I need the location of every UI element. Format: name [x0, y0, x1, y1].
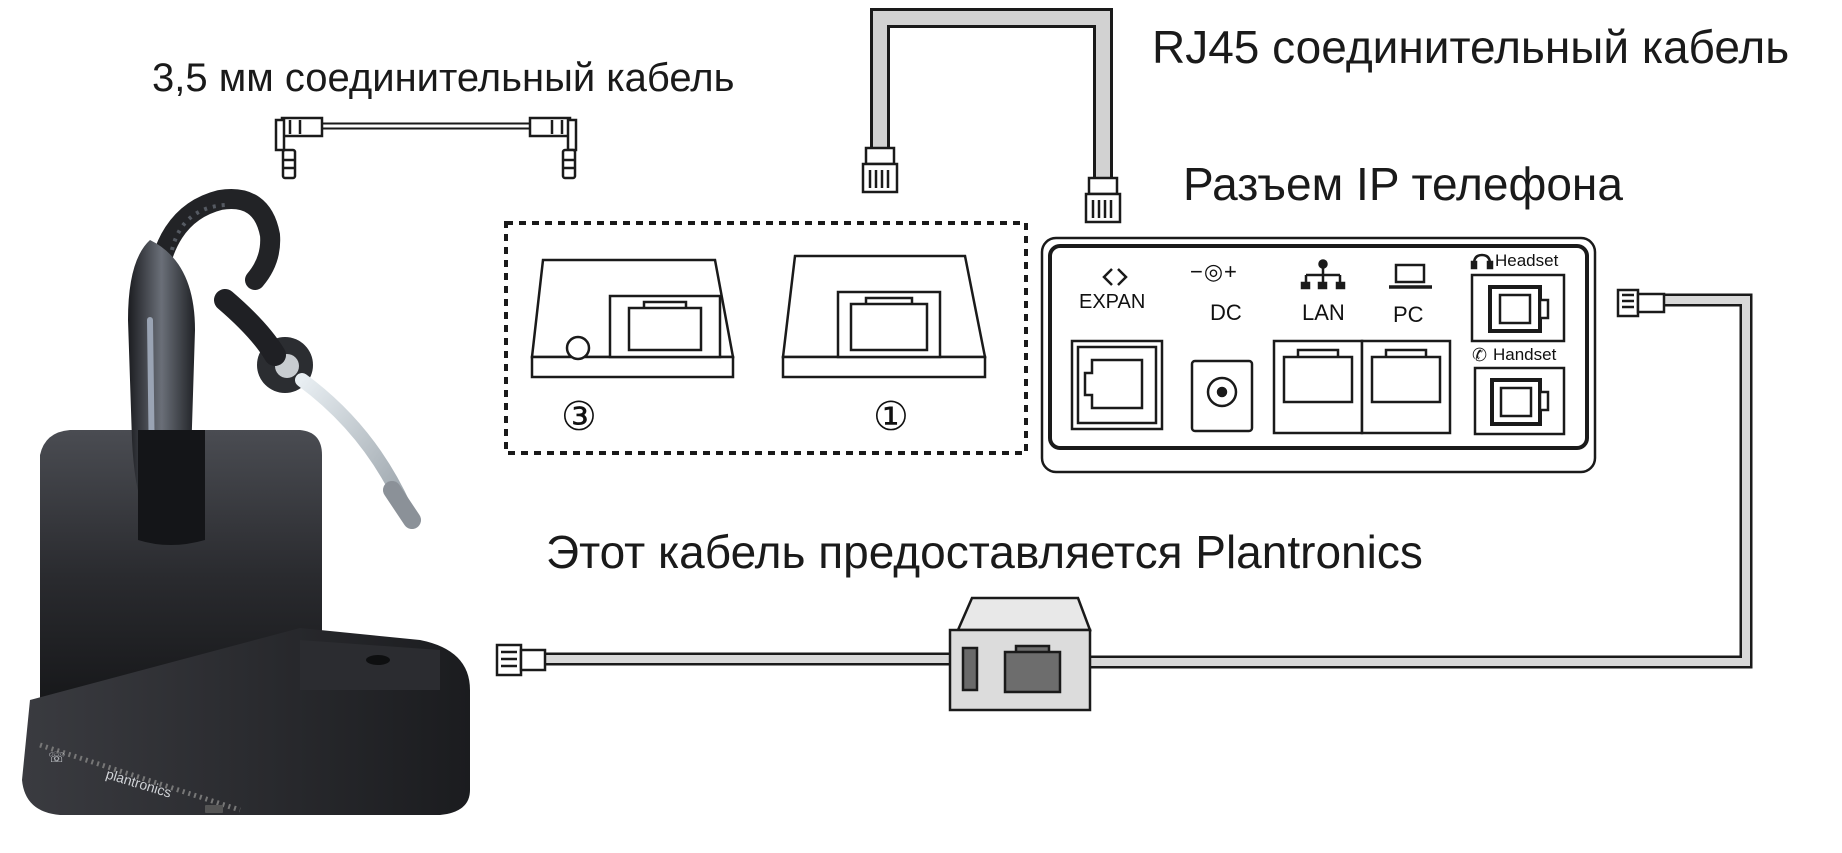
pc-port [1360, 339, 1452, 435]
label-rj45-cable: RJ45 соединительный кабель [1152, 21, 1790, 73]
label-expan: EXPAN [1079, 291, 1146, 313]
base-cradle [138, 430, 205, 545]
label-phone-connector: Разъем IP телефона [1183, 158, 1623, 210]
label-dc: DC [1210, 300, 1242, 325]
dc-symbol: −◎+ [1190, 259, 1238, 284]
headset-icon [1470, 253, 1494, 270]
rj45-cable [861, 8, 1122, 224]
base-port-module-1 [781, 254, 987, 379]
label-lan: LAN [1302, 300, 1345, 325]
headset-earloop-texture [170, 203, 226, 251]
label-handset: Handset [1493, 345, 1557, 364]
base-port-module-3 [530, 258, 735, 379]
lan-port [1272, 339, 1364, 435]
base-grille [39, 742, 241, 813]
base-charging-contact [366, 655, 390, 665]
handset-port [1473, 366, 1566, 436]
base-phone-icon: ☏ [48, 750, 66, 766]
headset-earbud-stem [214, 289, 286, 366]
expan-icon [1102, 268, 1128, 286]
plantronics-coupler [948, 596, 1092, 712]
label-pc: PC [1393, 302, 1424, 327]
headset-port [1470, 273, 1566, 343]
label-plantronics-cable: Этот кабель предоставляется Plantronics [546, 526, 1423, 578]
audio-cable-35mm [274, 116, 578, 180]
base-indicator [205, 805, 223, 813]
headset-earloop [145, 189, 281, 310]
headset-base-illustration: plantronics ☏ [22, 189, 470, 815]
lan-icon [1300, 259, 1346, 290]
expan-port [1070, 339, 1164, 431]
label-headset: Headset [1495, 251, 1559, 270]
plantronics-plug-left [495, 643, 547, 677]
rj45-plug-left [861, 146, 899, 194]
rj45-plug-right [1084, 176, 1122, 224]
phone-connector-panel: ✆ [1040, 236, 1597, 474]
handset-icon: ✆ [1472, 345, 1487, 366]
dc-port [1190, 359, 1254, 433]
headset-mic-tip [383, 481, 421, 529]
label-35mm-cable: 3,5 мм соединительный кабель [152, 56, 735, 100]
base-top-shelf [300, 640, 440, 690]
plantronics-cable [495, 288, 1753, 712]
port-marker-1: ① [873, 394, 909, 440]
pc-icon [1389, 263, 1432, 289]
base-ports-box [504, 221, 1028, 455]
port-marker-3: ③ [561, 394, 597, 440]
plantronics-plug-right [1616, 288, 1666, 318]
